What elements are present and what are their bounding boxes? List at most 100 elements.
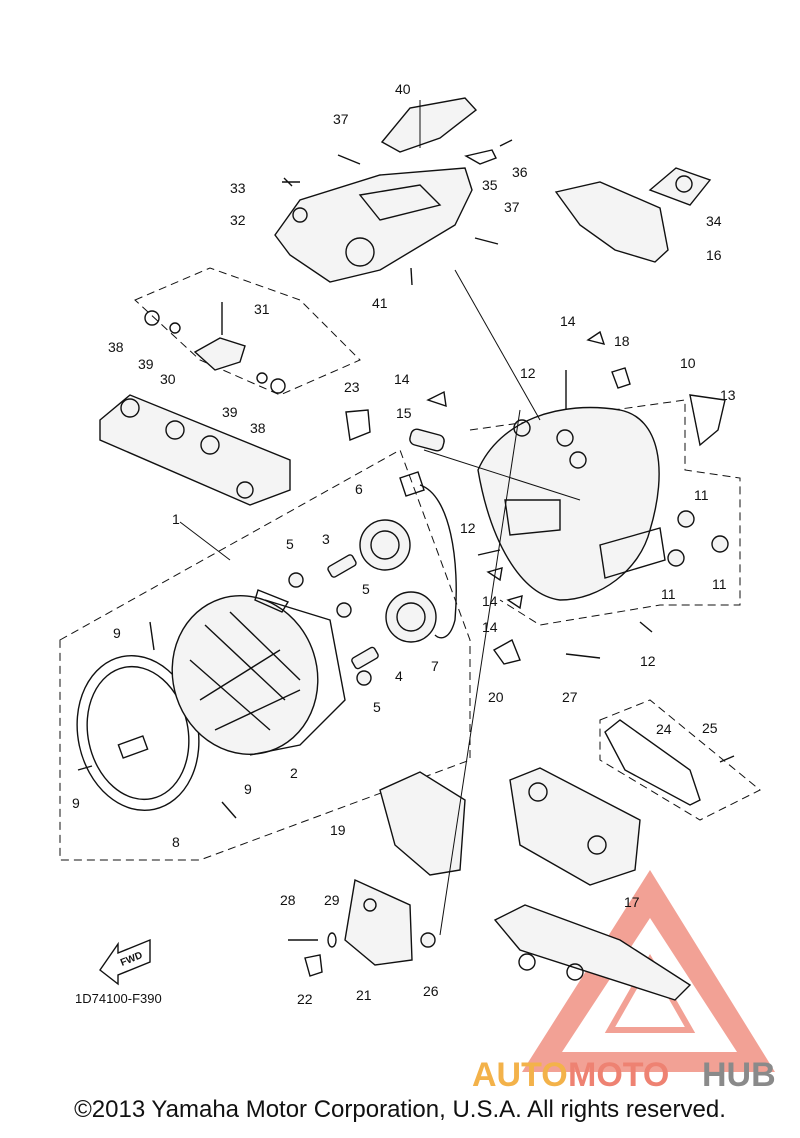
diagram-code: 1D74100-F390 [75, 991, 162, 1006]
callout-14: 14 [482, 593, 498, 609]
callout-5: 5 [286, 536, 294, 552]
collar-11a [677, 510, 695, 528]
callout-14: 14 [560, 313, 576, 329]
headlight-housing [345, 269, 729, 665]
screw-9b [77, 765, 93, 771]
callout-9: 9 [244, 781, 252, 797]
callout-29: 29 [324, 892, 340, 908]
top-cover-assembly [274, 97, 513, 286]
callout-27: 27 [562, 689, 578, 705]
handle-crown [99, 394, 291, 506]
callout-21: 21 [356, 987, 372, 1003]
watermark-auto: AUTO [472, 1056, 568, 1094]
screw-41 [410, 267, 413, 286]
tape-14a [586, 330, 606, 345]
callout-5: 5 [362, 581, 370, 597]
callout-17: 17 [624, 894, 640, 910]
callout-11: 11 [661, 586, 676, 602]
callout-19: 19 [330, 822, 346, 838]
bracket-13 [689, 394, 726, 447]
dust-cover-6 [359, 519, 411, 571]
tape-14b [426, 390, 447, 408]
nut-22 [304, 954, 323, 977]
callout-33: 33 [230, 180, 246, 196]
callout-11: 11 [712, 576, 727, 592]
callout-11: 11 [694, 487, 709, 503]
callout-39: 39 [138, 356, 154, 372]
cover-19 [379, 771, 466, 876]
clip-18 [611, 367, 631, 389]
fwd-arrow: FWD [99, 938, 151, 986]
socket-5c [356, 670, 372, 686]
socket-5b [336, 602, 352, 618]
bracket-24 [604, 719, 701, 806]
cover-part-34 [648, 167, 712, 206]
callout-26: 26 [423, 983, 439, 999]
copyright-notice: ©2013 Yamaha Motor Corporation, U.S.A. A… [74, 1096, 726, 1123]
callout-22: 22 [297, 991, 313, 1007]
dust-cover-7 [385, 591, 437, 643]
watermark-moto: MOTO [568, 1056, 669, 1094]
screw-9a [149, 621, 155, 651]
side-cover-assembly [554, 167, 712, 263]
callout-20: 20 [488, 689, 504, 705]
callout-9: 9 [72, 795, 80, 811]
callout-37: 37 [504, 199, 520, 215]
cover-part-32 [274, 167, 473, 283]
bracket-17 [509, 767, 641, 886]
screw-33 [282, 177, 300, 187]
washer-29 [327, 932, 337, 948]
callout-9: 9 [113, 625, 121, 641]
callout-24: 24 [656, 721, 672, 737]
screw-12b [477, 549, 501, 556]
socket-5a [288, 572, 304, 588]
watermark-text: AUTO MOTO HUB [472, 1056, 776, 1094]
collar-11c [667, 549, 685, 567]
bolt-27 [565, 653, 601, 659]
callout-16: 16 [706, 247, 722, 263]
callout-1: 1 [172, 511, 180, 527]
callout-41: 41 [372, 295, 388, 311]
callout-34: 34 [706, 213, 722, 229]
clamp-30 [193, 337, 246, 371]
callout-38: 38 [108, 339, 124, 355]
headlight-lens-2 [171, 595, 319, 755]
clip-20 [492, 639, 521, 665]
tape-14d [506, 595, 523, 610]
cover-part-40 [380, 97, 478, 153]
cover-part-16 [554, 181, 669, 263]
callout-12: 12 [520, 365, 536, 381]
bulb-3 [327, 554, 357, 578]
callout-35: 35 [482, 177, 498, 193]
watermark-hub: HUB [702, 1056, 776, 1094]
screw-37-top [337, 154, 361, 165]
callout-13: 13 [720, 387, 736, 403]
callout-2: 2 [290, 765, 298, 781]
lower-bracket-parts [288, 409, 735, 1001]
callout-32: 32 [230, 212, 246, 228]
bulb-4 [351, 646, 379, 670]
handle-clamp-parts [99, 302, 291, 506]
callout-30: 30 [160, 371, 176, 387]
callout-6: 6 [355, 481, 363, 497]
assembly-boundaries [59, 267, 761, 861]
callout-5: 5 [373, 699, 381, 715]
tape-14c [486, 567, 503, 582]
callout-18: 18 [614, 333, 630, 349]
bracket-35 [464, 149, 497, 165]
callout-23: 23 [344, 379, 360, 395]
callout-7: 7 [431, 658, 439, 674]
callout-3: 3 [322, 531, 330, 547]
screw-9c [221, 801, 237, 819]
callout-25: 25 [702, 720, 718, 736]
headlight-assembly [76, 471, 457, 819]
grommet-15 [409, 428, 445, 452]
callout-10: 10 [680, 355, 696, 371]
callout-37: 37 [333, 111, 349, 127]
callout-31: 31 [254, 301, 270, 317]
bracket-21 [344, 878, 413, 966]
callout-28: 28 [280, 892, 296, 908]
callout-8: 8 [172, 834, 180, 850]
callout-40: 40 [395, 81, 411, 97]
